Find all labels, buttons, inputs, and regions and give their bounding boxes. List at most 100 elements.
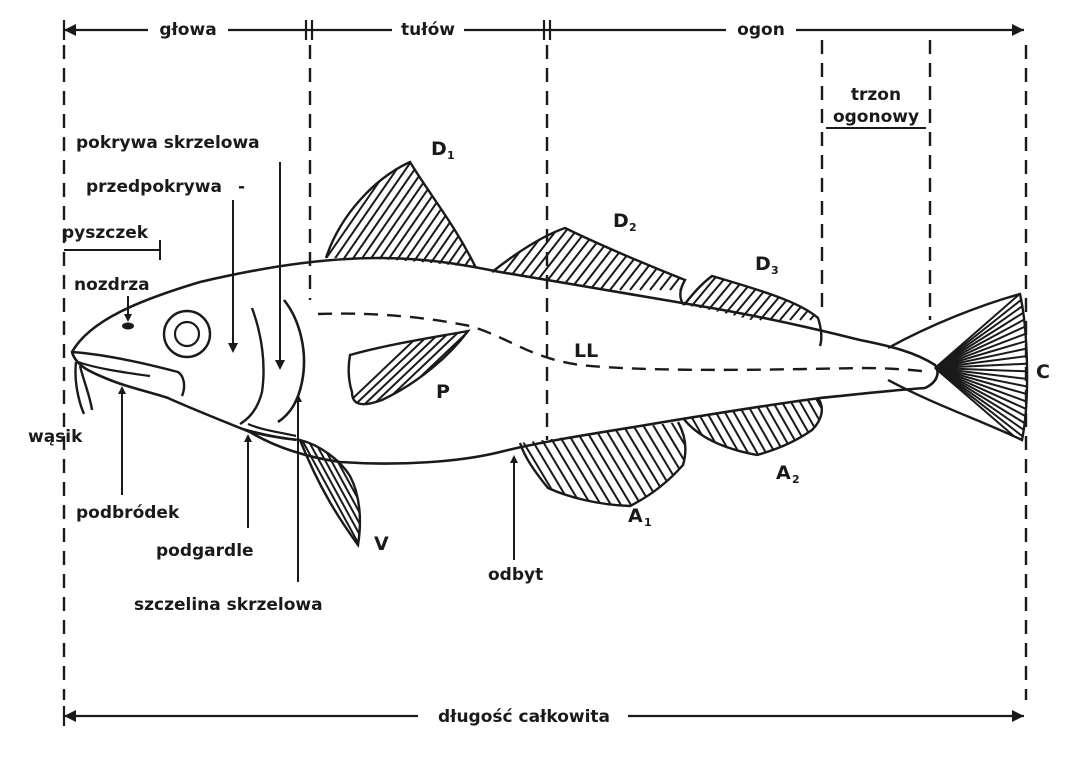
barbel: [74, 361, 94, 415]
fin-ray: [474, 325, 574, 420]
fin-a2-letter: A: [776, 462, 791, 484]
fin-ray: [348, 331, 440, 405]
fin-ray: [371, 162, 463, 268]
top-dimension-line: [62, 16, 1024, 42]
snout-label: pyszczek: [62, 223, 149, 243]
fin-ray: [389, 162, 476, 268]
preoperculum-edge: [239, 307, 265, 426]
fin-ray: [529, 228, 601, 291]
fin-ray: [464, 331, 468, 405]
fin-ray: [326, 162, 418, 268]
head-details: [71, 299, 306, 442]
fin-ray: [684, 276, 721, 321]
fin-ray: [934, 294, 1028, 369]
total-length-label: długość całkowita: [438, 707, 610, 727]
pectoral-fin: [347, 325, 574, 420]
fin-a1-letter: A: [628, 505, 643, 527]
fin-ray: [629, 228, 685, 291]
fin-ray: [934, 331, 1028, 369]
fin-ray: [934, 346, 1028, 369]
fin-d3-letter: D: [755, 253, 771, 275]
eye-inner: [173, 320, 201, 348]
fin-label-d3: D 3: [755, 253, 779, 277]
fin-ray: [705, 398, 747, 455]
fin-ray: [934, 299, 1028, 369]
gill-slit-label: szczelina skrzelowa: [134, 595, 323, 615]
fin-ray: [319, 440, 360, 545]
fin-ray: [934, 367, 1028, 404]
fin-ray: [639, 422, 686, 506]
fin-ray: [934, 367, 1028, 389]
trunk-section-label: tułów: [401, 20, 455, 40]
fin-ray: [823, 395, 863, 465]
fin-ray: [813, 398, 822, 455]
fin-ray: [313, 440, 360, 545]
fin-ray: [669, 422, 686, 506]
caudal-peduncle-label-line1: trzon: [851, 85, 901, 105]
fin-ray: [649, 228, 685, 291]
fin-d1-index: 1: [447, 149, 455, 162]
isthmus-label: podgardle: [156, 541, 254, 561]
fin-ray: [539, 228, 611, 291]
fin-ray: [344, 162, 436, 268]
fin-ray: [519, 228, 591, 291]
anal-fin-1: [518, 421, 687, 508]
operculum-edge: [277, 299, 306, 424]
fin-ray: [443, 162, 476, 268]
pelvic-fin: [298, 438, 422, 550]
fin-a1-index: 1: [644, 516, 652, 529]
fin-ray: [461, 162, 476, 268]
chin-label: podbródek: [76, 503, 180, 523]
pointer-lines: [64, 162, 518, 582]
fin-ray: [934, 307, 1028, 369]
tail-section-label: ogon: [737, 20, 785, 40]
fin-ray: [934, 367, 1028, 436]
fin-ray: [380, 162, 472, 268]
fin-ray: [789, 276, 822, 321]
fin-ray: [669, 228, 685, 291]
fin-ray: [470, 162, 476, 268]
lateral-line: [317, 312, 931, 374]
fin-ray: [819, 276, 822, 321]
fin-ray: [362, 440, 422, 550]
fin-ray: [326, 162, 409, 268]
fin-label-v: V: [374, 533, 389, 555]
fin-label-a1: A 1: [628, 505, 652, 529]
preoperculum-label: przedpokrywa: [86, 177, 222, 197]
fin-ray: [362, 162, 454, 268]
mouth-line: [71, 350, 186, 397]
fin-ray: [301, 440, 360, 545]
fin-ray: [934, 367, 1028, 428]
fin-ray: [934, 354, 1028, 369]
fish-body-outline: [70, 256, 939, 465]
fin-ray: [934, 367, 1028, 420]
fin-ray: [559, 228, 631, 291]
fin-ray: [934, 294, 1028, 369]
fin-ray: [830, 260, 880, 320]
fin-ray: [690, 200, 760, 290]
fin-ray: [307, 440, 360, 545]
nostril-label: nozdrza: [74, 275, 150, 295]
fin-a2-index: 2: [792, 473, 800, 486]
fin-label-d2: D 2: [613, 210, 637, 234]
fin-label-c: C: [1036, 361, 1050, 383]
fin-ray: [804, 398, 822, 455]
nostril-mark: [122, 322, 134, 330]
fin-d1-letter: D: [431, 138, 447, 160]
fin-d2-index: 2: [629, 221, 637, 234]
fin-ray: [348, 331, 449, 405]
fin-ray: [934, 367, 1028, 381]
eye-outer: [162, 309, 212, 359]
fin-ray: [353, 162, 445, 268]
fin-ray: [619, 228, 685, 291]
fin-ray: [579, 422, 641, 506]
fin-ray: [934, 362, 1028, 369]
fin-ray: [934, 339, 1028, 369]
fin-ray: [356, 331, 458, 405]
fin-label-a2: A 2: [776, 462, 800, 486]
anus-label: odbyt: [488, 565, 543, 585]
total-length-line: [62, 702, 1024, 730]
fin-ray: [365, 331, 467, 405]
fin-ray: [795, 398, 822, 455]
